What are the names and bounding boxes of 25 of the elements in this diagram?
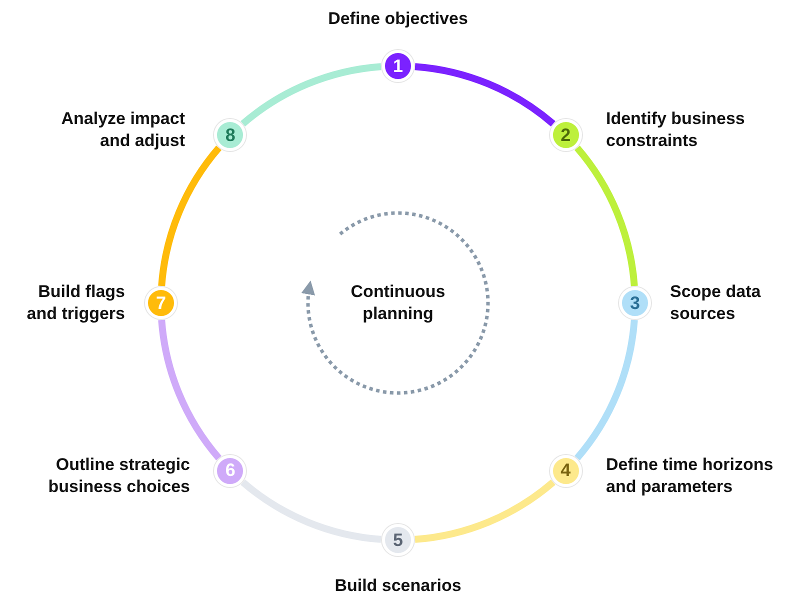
arc-connector <box>414 63 556 127</box>
step-label: Define objectives <box>327 8 469 30</box>
step-label: Build scenarios <box>334 575 462 597</box>
step-number-circle: 5 <box>382 524 414 556</box>
center-label: Continuous planning <box>350 281 446 325</box>
arc-connector <box>414 479 556 543</box>
step-number-circle: 3 <box>619 287 651 319</box>
step-label: Define time horizons and parameters <box>606 454 774 498</box>
step-number-circle: 1 <box>382 50 414 82</box>
step-number-circle: 2 <box>550 119 582 152</box>
step-label: Build flags and triggers <box>26 281 125 325</box>
step-number-circle: 8 <box>214 119 246 152</box>
arc-connector <box>158 320 222 460</box>
step-label: Outline strategic business choices <box>47 454 190 498</box>
step-number-circle: 6 <box>214 454 246 487</box>
step-label: Identify business constraints <box>606 108 746 152</box>
arc-connector <box>574 146 638 286</box>
step-number-circle: 4 <box>550 454 582 487</box>
arc-connector <box>240 479 382 543</box>
step-label: Scope data sources <box>670 281 762 325</box>
arc-connector <box>240 63 382 127</box>
step-number-circle: 7 <box>145 287 177 319</box>
arc-connector <box>574 320 638 460</box>
arc-connector <box>158 146 222 286</box>
step-label: Analyze impact and adjust <box>60 108 185 152</box>
